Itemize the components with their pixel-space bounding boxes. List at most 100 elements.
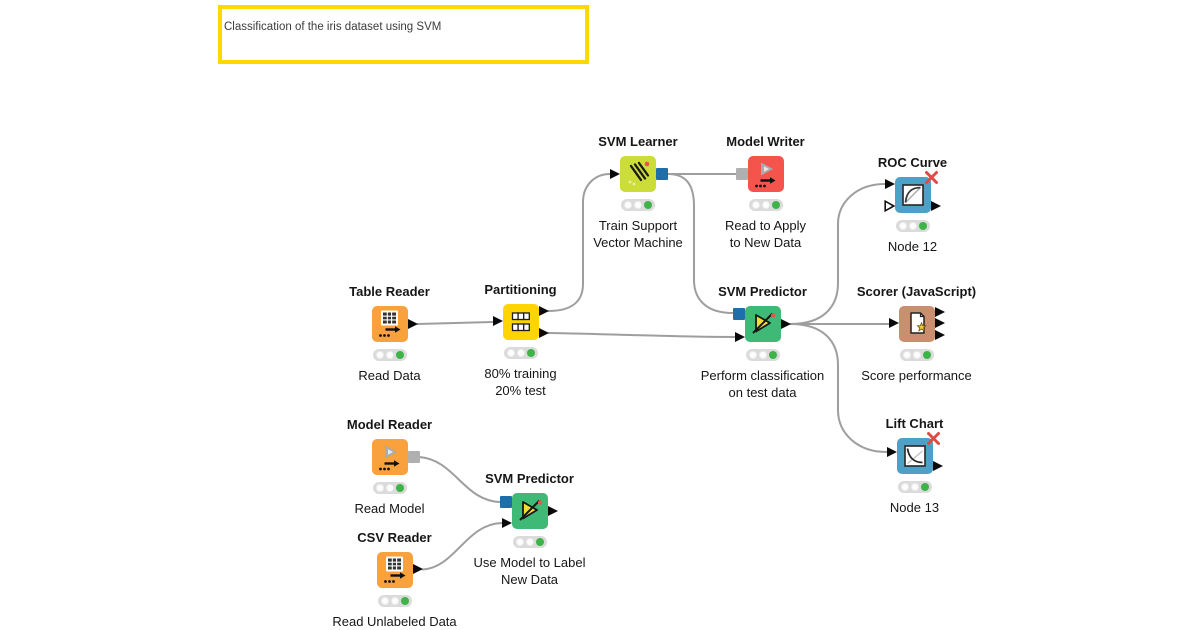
model-reader-node-body[interactable] bbox=[371, 439, 420, 475]
svm-predictor-node-body[interactable] bbox=[732, 306, 791, 342]
node-label: 80% training 20% test bbox=[484, 366, 557, 398]
input-port-data[interactable] bbox=[734, 331, 745, 342]
node-title: ROC Curve bbox=[877, 155, 948, 170]
status-dot bbox=[516, 349, 525, 357]
status-traffic-light bbox=[745, 349, 780, 361]
connector-svmpredictor-roccurve[interactable] bbox=[789, 183, 886, 325]
status-dot-executed bbox=[918, 222, 927, 230]
input-port-data[interactable] bbox=[886, 446, 897, 457]
lift-chart-node-body[interactable] bbox=[886, 432, 943, 474]
output-port-training[interactable] bbox=[538, 305, 549, 316]
output-port-data[interactable] bbox=[547, 505, 558, 516]
svm-predictor-2-node-body[interactable] bbox=[499, 493, 558, 529]
output-port-data[interactable] bbox=[930, 200, 941, 211]
svm-predictor-icon bbox=[518, 499, 542, 521]
connector-partitioning-svmpredictor[interactable] bbox=[547, 332, 736, 338]
output-port-model[interactable] bbox=[407, 451, 420, 463]
status-traffic-light bbox=[503, 347, 538, 359]
csv-reader-node-body[interactable] bbox=[376, 552, 423, 588]
status-traffic-light bbox=[377, 595, 412, 607]
node-title: Model Reader bbox=[346, 417, 433, 432]
output-port-data[interactable] bbox=[412, 564, 423, 574]
node-partitioning[interactable]: Partitioning 80% training 20% test bbox=[436, 282, 606, 399]
connector-modelreader-svmpredictor2[interactable] bbox=[418, 456, 501, 503]
roc-curve-node-body[interactable] bbox=[883, 171, 941, 213]
output-port-model[interactable] bbox=[656, 168, 668, 180]
input-port-data[interactable] bbox=[888, 318, 899, 328]
node-label: Use Model to Label New Data bbox=[473, 555, 586, 587]
input-port-data[interactable] bbox=[501, 517, 512, 528]
node-scorer-javascript[interactable]: Scorer (JavaScript) Score performance bbox=[832, 284, 1002, 384]
red-x-marker-icon bbox=[926, 432, 940, 445]
partition-icon bbox=[511, 312, 530, 332]
output-port-data[interactable] bbox=[780, 318, 791, 329]
status-dot bbox=[912, 351, 921, 359]
output-port-test[interactable] bbox=[538, 327, 549, 338]
node-table-reader[interactable]: Table Reader Read Data bbox=[305, 284, 475, 384]
node-svm-predictor-2[interactable]: SVM Predictor Use Model to Label New Dat… bbox=[445, 471, 615, 588]
status-traffic-light bbox=[621, 199, 655, 211]
node-label: Score performance bbox=[861, 368, 972, 383]
input-port-data[interactable] bbox=[610, 168, 620, 179]
node-roc-curve[interactable]: ROC Curve Node 12 bbox=[828, 155, 998, 255]
connector-tablereader-partitioning[interactable] bbox=[416, 321, 494, 325]
node-label: Train Support Vector Machine bbox=[593, 218, 683, 250]
node-title: CSV Reader bbox=[357, 530, 432, 545]
output-port-data[interactable] bbox=[407, 318, 418, 329]
node-model-reader[interactable]: Model Reader Read Model bbox=[305, 417, 475, 517]
status-dot-executed bbox=[922, 351, 931, 359]
status-dot bbox=[908, 222, 917, 230]
node-label: Read Data bbox=[358, 368, 421, 383]
model-writer-node-body[interactable] bbox=[735, 156, 784, 192]
node-title: Table Reader bbox=[349, 284, 430, 299]
status-dot-executed bbox=[395, 351, 404, 359]
status-dot-executed bbox=[395, 484, 404, 492]
table-reader-node-body[interactable] bbox=[371, 306, 418, 342]
node-title: Lift Chart bbox=[885, 416, 944, 431]
node-csv-reader[interactable]: CSV Reader Read Unlabeled Data bbox=[310, 530, 480, 630]
output-port-2[interactable] bbox=[934, 318, 945, 328]
input-port-model[interactable] bbox=[499, 496, 512, 508]
partitioning-node-body[interactable] bbox=[492, 304, 549, 340]
input-port-data[interactable] bbox=[492, 316, 503, 326]
node-label: Read Unlabeled Data bbox=[332, 614, 457, 629]
node-title: Scorer (JavaScript) bbox=[856, 284, 977, 299]
output-port-3[interactable] bbox=[934, 329, 945, 340]
scorer-node-body[interactable] bbox=[888, 306, 945, 342]
output-port-data[interactable] bbox=[932, 460, 943, 471]
node-lift-chart[interactable]: Lift Chart Node 13 bbox=[830, 416, 1000, 516]
input-port-model[interactable] bbox=[735, 168, 748, 180]
node-label: Perform classification on test data bbox=[700, 368, 825, 400]
status-dot bbox=[380, 597, 389, 605]
status-dot-executed bbox=[400, 597, 409, 605]
node-title: Model Writer bbox=[726, 134, 805, 149]
node-svm-predictor[interactable]: SVM Predictor Perform classification on … bbox=[678, 284, 848, 401]
connector-csvreader-svmpredictor2[interactable] bbox=[421, 522, 503, 571]
status-traffic-light bbox=[895, 220, 930, 232]
node-svm-learner[interactable]: SVM Learner Train Support Vector Machine bbox=[553, 134, 723, 251]
output-port-1[interactable] bbox=[934, 306, 945, 317]
lift-chart-icon bbox=[903, 445, 926, 467]
annotation-text: Classification of the iris dataset using… bbox=[224, 21, 442, 33]
node-label: Node 12 bbox=[887, 239, 938, 254]
connector-svmpredictor-liftchart[interactable] bbox=[789, 323, 888, 453]
status-dot bbox=[525, 538, 534, 546]
status-dot bbox=[385, 351, 394, 359]
connector-svmlearner-svmpredictor[interactable] bbox=[667, 173, 734, 314]
status-dot-executed bbox=[768, 351, 777, 359]
status-dot bbox=[758, 351, 767, 359]
node-title: SVM Learner bbox=[598, 134, 678, 149]
node-title: Partitioning bbox=[484, 282, 557, 297]
svm-learner-node-body[interactable] bbox=[610, 156, 668, 192]
input-port-data[interactable] bbox=[884, 178, 895, 189]
node-model-writer[interactable]: Model Writer Read to Apply to New Data bbox=[681, 134, 851, 251]
node-label: Read to Apply to New Data bbox=[725, 218, 806, 250]
connector-partitioning-svmlearner[interactable] bbox=[547, 173, 611, 312]
status-traffic-light bbox=[748, 199, 783, 211]
model-reader-icon bbox=[378, 445, 399, 471]
input-port-optional[interactable] bbox=[883, 200, 895, 212]
input-port-model[interactable] bbox=[732, 308, 745, 320]
workflow-annotation[interactable]: Classification of the iris dataset using… bbox=[218, 5, 589, 64]
